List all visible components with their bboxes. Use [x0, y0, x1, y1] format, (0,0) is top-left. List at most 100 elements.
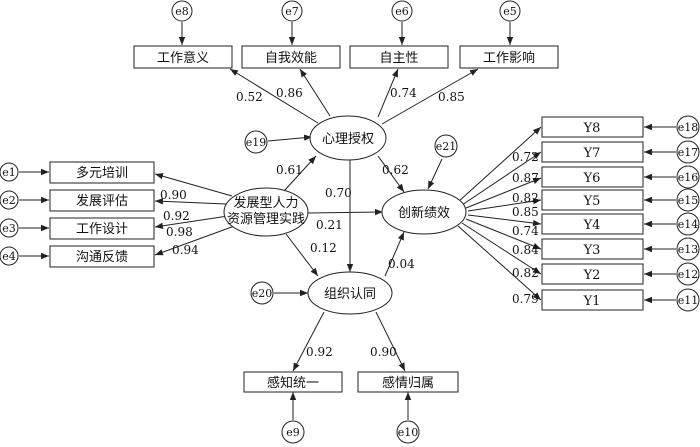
latent-org-identity-label: 组织认同: [324, 287, 376, 302]
error-e3-label: e3: [2, 222, 16, 235]
error-e12: e12: [676, 262, 700, 286]
error-e4-label: e4: [2, 250, 16, 263]
indicator-duoyuan-peixun: 多元培训: [49, 161, 155, 184]
loading-ziwo-xiaoneng: 0.86: [276, 86, 303, 100]
error-e11-label: e11: [678, 294, 699, 307]
path-oi-to-inn: 0.04: [388, 257, 415, 271]
latent-org-identity: 组织认同: [307, 271, 393, 315]
loading-gongzuo-sheji: 0.98: [166, 225, 193, 239]
indicator-ganzhi-tongyi: 感知统一: [243, 371, 343, 393]
error-e13: e13: [676, 237, 700, 261]
indicator-y5-label: Y5: [583, 194, 601, 209]
loading-gongzuo-yingxiang: 0.85: [438, 90, 465, 104]
loading-y5: 0.85: [512, 205, 539, 219]
loading-y1: 0.79: [512, 292, 539, 306]
indicator-y5: Y5: [541, 189, 644, 211]
loading-y4: 0.74: [512, 224, 539, 238]
arrow-inn-to-y1: [457, 225, 542, 301]
latent-psych-empowerment-label: 心理授权: [322, 131, 374, 147]
error-e1: e1: [0, 162, 19, 182]
error-e15: e15: [676, 188, 700, 212]
error-e19: e19: [244, 130, 268, 154]
arrow-hrm-to-inn: [307, 208, 384, 216]
error-e2: e2: [0, 190, 19, 210]
loading-goutong-fankui: 0.94: [172, 243, 199, 257]
indicator-y2: Y2: [541, 263, 644, 285]
error-e14-label: e14: [678, 218, 699, 231]
indicator-ganqing-guishu-label: 感情归属: [382, 375, 434, 391]
arrow-oi-to-ganzhi-tongyi: [292, 311, 325, 372]
path-pe-to-oi: 0.70: [325, 186, 352, 200]
indicator-ganzhi-tongyi-label: 感知统一: [267, 375, 319, 391]
arrow-inn-to-y7: [461, 151, 542, 206]
error-e20-label: e20: [252, 287, 273, 300]
loading-y8: 0.72: [512, 150, 539, 164]
arrow-pe-to-inn: [377, 155, 405, 193]
error-e13-label: e13: [678, 243, 699, 256]
indicator-ganqing-guishu: 感情归属: [357, 371, 459, 393]
error-e18-label: e18: [678, 121, 699, 134]
indicator-y7: Y7: [541, 141, 644, 163]
error-e2-label: e2: [2, 194, 16, 207]
error-e11: e11: [676, 288, 700, 312]
indicator-gongzuo-sheji-label: 工作设计: [76, 222, 128, 237]
arrow-inn-to-y2: [461, 222, 542, 275]
indicator-gongzuo-sheji: 工作设计: [49, 217, 155, 240]
indicator-y3: Y3: [541, 238, 644, 260]
error-e21: e21: [434, 134, 458, 158]
error-e6-label: e6: [395, 5, 409, 18]
arrow-inn-to-y8: [457, 126, 542, 203]
arrow-inn-to-y4: [467, 214, 542, 227]
indicator-gongzuo-yingxiang-label: 工作影响: [483, 50, 535, 66]
latent-dev-hrm: 发展型人力 资源管理实践: [223, 187, 309, 237]
indicator-goutong-fankui-label: 沟通反馈: [76, 250, 128, 265]
arrow-hrm-to-duoyuan-peixun: [154, 173, 233, 197]
indicator-y7-label: Y7: [583, 146, 601, 161]
loading-y7: 0.87: [512, 171, 539, 185]
error-e4: e4: [0, 246, 19, 266]
loading-y2: 0.82: [512, 266, 539, 280]
error-e15-label: e15: [678, 194, 699, 207]
arrow-hrm-to-gongzuo-sheji: [154, 215, 229, 229]
arrow-e19-to-pe: [267, 134, 313, 142]
error-e16-label: e16: [678, 171, 699, 184]
indicator-gongzuo-yingxiang: 工作影响: [459, 45, 559, 69]
path-hrm-to-pe: 0.61: [276, 163, 303, 177]
error-e5: e5: [499, 0, 521, 22]
indicator-gongzuo-yiyi-label: 工作意义: [157, 50, 209, 66]
error-e10: e10: [396, 420, 420, 444]
arrow-hrm-to-fazhan-pinggu: [154, 198, 227, 205]
error-e14: e14: [676, 212, 700, 236]
error-e18: e18: [676, 115, 700, 139]
latent-innovation: 创新绩效: [381, 189, 467, 235]
indicator-y4-label: Y4: [583, 218, 601, 233]
latent-psych-empowerment: 心理授权: [309, 115, 387, 161]
error-e3: e3: [0, 218, 19, 238]
latent-dev-hrm-label-2: 资源管理实践: [227, 212, 305, 227]
error-e9: e9: [281, 420, 305, 444]
indicator-ziwo-xiaoneng: 自我效能: [241, 45, 341, 69]
arrow-hrm-to-goutong-fankui: [154, 223, 241, 256]
error-e9-label: e9: [286, 426, 300, 439]
arrow-inn-to-y6: [465, 177, 542, 209]
loading-ganqing-guishu: 0.90: [370, 345, 397, 359]
error-e16: e16: [676, 165, 700, 189]
loading-fazhan-pinggu: 0.92: [163, 209, 190, 223]
arrow-pe-to-gongzuo-yiyi: [229, 68, 319, 124]
error-e20: e20: [250, 281, 274, 305]
indicator-fazhan-pinggu-label: 发展评估: [76, 193, 128, 209]
arrow-inn-to-y5: [467, 198, 542, 212]
error-e7-label: e7: [285, 5, 299, 18]
loading-y6: 0.82: [512, 191, 539, 205]
indicator-ziwo-xiaoneng-label: 自我效能: [265, 51, 317, 66]
indicator-y4: Y4: [541, 213, 644, 235]
path-pe-to-inn: 0.62: [382, 163, 409, 177]
indicator-y8-label: Y8: [583, 121, 601, 136]
arrow-pe-to-ziwo-xiaoneng: [299, 68, 331, 117]
indicator-goutong-fankui: 沟通反馈: [49, 245, 155, 268]
indicator-fazhan-pinggu: 发展评估: [49, 189, 155, 212]
error-e7: e7: [281, 0, 303, 22]
loading-gongzuo-yiyi: 0.52: [236, 90, 263, 104]
arrow-hrm-to-oi: [285, 233, 319, 277]
